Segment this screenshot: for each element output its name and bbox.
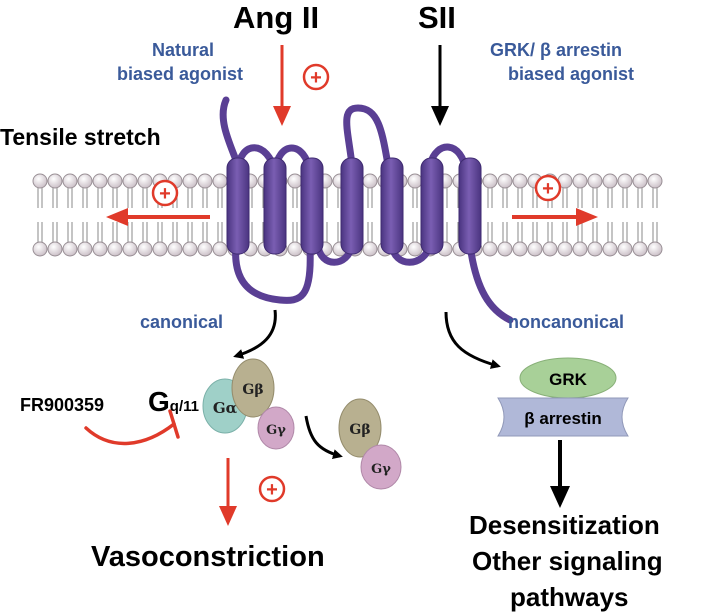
stimulate-symbol-ang2: +: [302, 63, 330, 91]
svg-text:β arrestin: β arrestin: [524, 409, 601, 428]
natural-agonist-label-line1: Natural: [152, 40, 215, 60]
gq-subscript: q/11: [169, 398, 199, 415]
natural-agonist-label-line2: biased agonist: [117, 64, 244, 84]
sii-arrow: [431, 45, 449, 126]
sii-label: SII: [418, 0, 456, 35]
g-gamma-released: Gγ: [360, 444, 402, 490]
stretch-right-arrow: [512, 208, 598, 226]
svg-text:GRK: GRK: [549, 370, 588, 389]
svg-text:+: +: [159, 183, 171, 205]
stimulate-symbol-vasoconstriction: +: [258, 475, 286, 503]
inhibitor-label: FR900359: [20, 395, 105, 415]
svg-text:Gγ: Gγ: [371, 462, 391, 477]
transmembrane-helix-1: [226, 157, 250, 255]
vasoconstriction-label: Vasoconstriction: [91, 541, 325, 573]
grk-agonist-label-line1: GRK/ β arrestin: [490, 40, 623, 60]
svg-text:Gα: Gα: [213, 399, 238, 417]
stretch-left-arrow: [106, 208, 210, 226]
svg-text:Gβ: Gβ: [349, 422, 370, 438]
svg-text:Gγ: Gγ: [266, 423, 286, 438]
canonical-label: canonical: [140, 312, 224, 332]
gq-main: G: [148, 386, 170, 417]
svg-text:+: +: [310, 67, 322, 89]
gpcr-receptor: [226, 157, 482, 255]
vasoconstriction-arrow: [219, 458, 237, 526]
gq-label: Gq/11: [148, 386, 199, 418]
g-beta-subunit: Gβ: [231, 358, 275, 418]
noncanonical-label: noncanonical: [508, 312, 625, 332]
ang2-label: Ang II: [233, 0, 320, 35]
g-beta-gamma-release-arrow: [304, 415, 343, 459]
transmembrane-helix-4: [340, 157, 364, 255]
svg-text:+: +: [542, 178, 554, 200]
grk-agonist-label-line2: biased agonist: [508, 64, 635, 84]
ang2-arrow: [273, 45, 291, 126]
svg-text:+: +: [266, 479, 278, 501]
stimulate-symbol-stretch-left: +: [151, 179, 179, 207]
transmembrane-helix-7: [458, 157, 482, 255]
pathways-label: pathways: [510, 582, 629, 612]
transmembrane-helix-6: [420, 157, 444, 255]
tensile-stretch-label: Tensile stretch: [0, 124, 161, 150]
g-gamma-subunit: Gγ: [257, 406, 295, 450]
inhibition-symbol: [84, 409, 180, 446]
other-signaling-label: Other signaling: [472, 546, 663, 576]
canonical-arrow: [233, 309, 277, 359]
transmembrane-helix-5: [380, 157, 404, 255]
arrestin-protein: β arrestin: [497, 397, 629, 437]
grk-protein: GRK: [519, 357, 617, 399]
g-beta-released: Gβ: [338, 398, 382, 458]
desensitization-label: Desensitization: [469, 510, 660, 540]
transmembrane-helix-3: [300, 157, 324, 255]
svg-text:Gβ: Gβ: [242, 382, 263, 398]
noncanonical-arrow: [444, 311, 501, 369]
desensitization-arrow: [550, 440, 570, 508]
transmembrane-helix-2: [263, 157, 287, 255]
stimulate-symbol-stretch-right: +: [534, 174, 562, 202]
